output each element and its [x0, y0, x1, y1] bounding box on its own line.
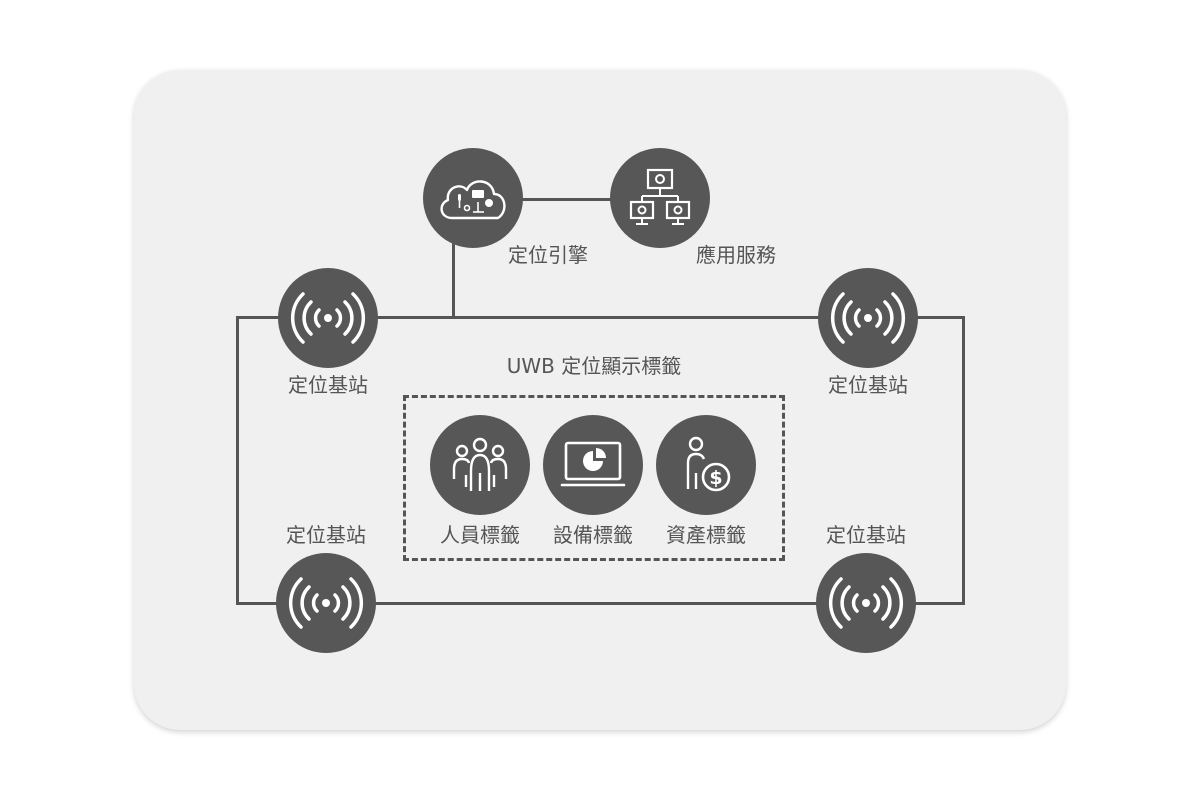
monitor-chart-icon: [560, 441, 626, 487]
tags-group-box: [403, 395, 785, 561]
anchor-top-left-label: 定位基站: [288, 373, 368, 397]
people-icon: [452, 437, 508, 491]
tags-group-title: UWB 定位顯示標籤: [506, 354, 682, 378]
anchor-top-right: [818, 268, 918, 368]
tag-people: [430, 415, 530, 515]
person-dollar-icon: $: [686, 436, 731, 492]
wireless-signal-icon: [288, 577, 364, 629]
anchor-bottom-right: [816, 553, 916, 653]
wireless-signal-icon: [290, 292, 366, 344]
anchor-top-right-label: 定位基站: [828, 373, 908, 397]
tag-equipment-label: 設備標籤: [553, 523, 633, 547]
loop-left-line: [236, 316, 239, 605]
tag-asset-label: 資產標籤: [666, 523, 746, 547]
anchor-top-left: [278, 268, 378, 368]
anchor-bottom-left-label: 定位基站: [286, 523, 366, 547]
tag-equipment: [543, 415, 643, 515]
anchor-bottom-right-label: 定位基站: [826, 523, 906, 547]
tag-asset: $: [656, 415, 756, 515]
loop-right-line: [962, 316, 965, 605]
engine-vertical-link: [452, 240, 455, 318]
engine-node: [423, 148, 523, 248]
loop-top-line: [236, 316, 965, 319]
tag-people-label: 人員標籤: [440, 523, 520, 547]
cloud-location-icon: [440, 180, 506, 220]
svg-text:$: $: [709, 467, 722, 489]
wireless-signal-icon: [830, 292, 906, 344]
wireless-signal-icon: [828, 577, 904, 629]
engine-label: 定位引擎: [508, 243, 588, 267]
loop-bottom-line: [236, 602, 965, 605]
network-monitors-icon: [629, 168, 691, 225]
anchor-bottom-left: [276, 553, 376, 653]
service-node: [610, 148, 710, 248]
service-label: 應用服務: [696, 243, 776, 267]
engine-service-link: [505, 198, 625, 201]
